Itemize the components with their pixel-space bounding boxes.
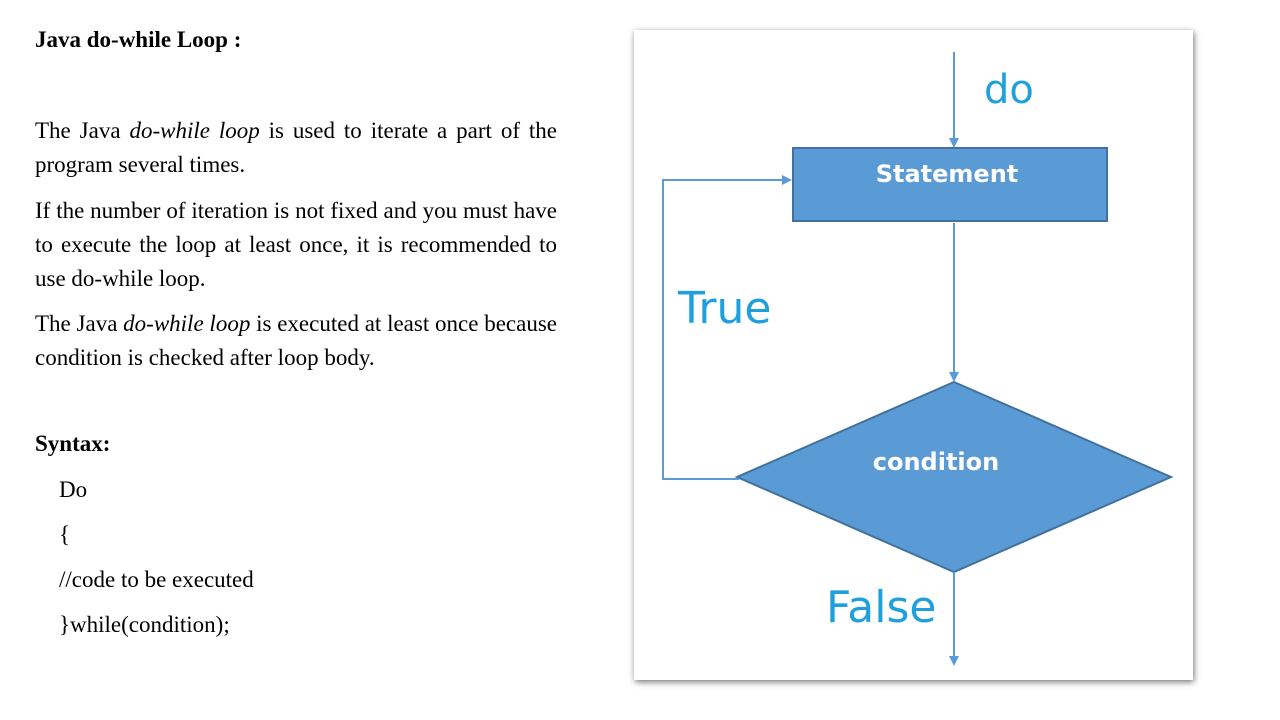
statement-label: Statement	[876, 160, 1019, 188]
syntax-title: Syntax:	[35, 431, 111, 456]
paragraph-intro-start: The Java	[35, 118, 130, 143]
false-label: False	[826, 582, 936, 633]
true-loop-arrow	[662, 175, 792, 480]
paragraph-execution-start: The Java	[35, 311, 124, 336]
paragraph-execution-term: do-while loop	[123, 311, 251, 336]
do-label: do	[984, 67, 1034, 113]
statement-box	[792, 147, 1108, 222]
paragraph-intro: The Java do-while loop is used to iterat…	[35, 114, 557, 182]
syntax-line: {	[59, 522, 71, 547]
condition-diamond	[734, 380, 1174, 574]
page-title: Java do-while Loop :	[35, 27, 242, 52]
flowchart-diagram: do Statement condition True False	[662, 52, 1174, 666]
flowchart-card: do Statement condition True False	[634, 30, 1193, 680]
paragraph-usage: If the number of iteration is not fixed …	[35, 198, 557, 291]
syntax-line: }while(condition);	[59, 612, 230, 637]
paragraph-intro-term: do-while loop	[129, 118, 260, 143]
syntax-line: //code to be executed	[59, 567, 254, 592]
paragraph-intro-end: is used to iterate a part of the program…	[35, 118, 557, 177]
true-label: True	[677, 283, 771, 334]
paragraph-execution-end: is executed at least once because condit…	[35, 311, 557, 370]
paragraph-execution: The Java do-while loop is executed at le…	[35, 307, 557, 375]
syntax-line: Do	[59, 477, 88, 502]
condition-label: condition	[873, 448, 999, 476]
